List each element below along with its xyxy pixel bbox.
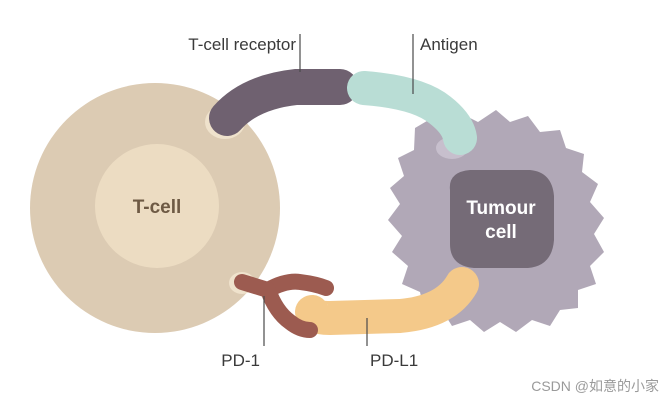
- watermark: CSDN @如意的小家: [531, 378, 659, 394]
- pd-l1: [295, 267, 479, 336]
- t-cell-label: T-cell: [133, 197, 182, 218]
- tumour-cell-nucleus: [449, 170, 554, 268]
- t-cell-nucleus: [95, 144, 219, 268]
- t-cell: T-cell: [30, 83, 280, 333]
- pdl1-label: PD-L1: [370, 351, 418, 370]
- tumour-cell-label-line2: cell: [485, 222, 517, 243]
- antigen: [347, 71, 477, 155]
- pd1-label: PD-1: [221, 351, 260, 370]
- t-cell-receptor: [209, 69, 358, 136]
- tumour-cell-label-line1: Tumour: [466, 198, 536, 219]
- antigen-label: Antigen: [420, 35, 478, 54]
- t-cell-receptor-label: T-cell receptor: [188, 35, 296, 54]
- tumour-cell: Tumour cell: [388, 110, 604, 332]
- pd-1-arm-lower: [260, 282, 318, 338]
- pd-1: [234, 273, 334, 338]
- pd-1-arm-upper: [260, 273, 334, 298]
